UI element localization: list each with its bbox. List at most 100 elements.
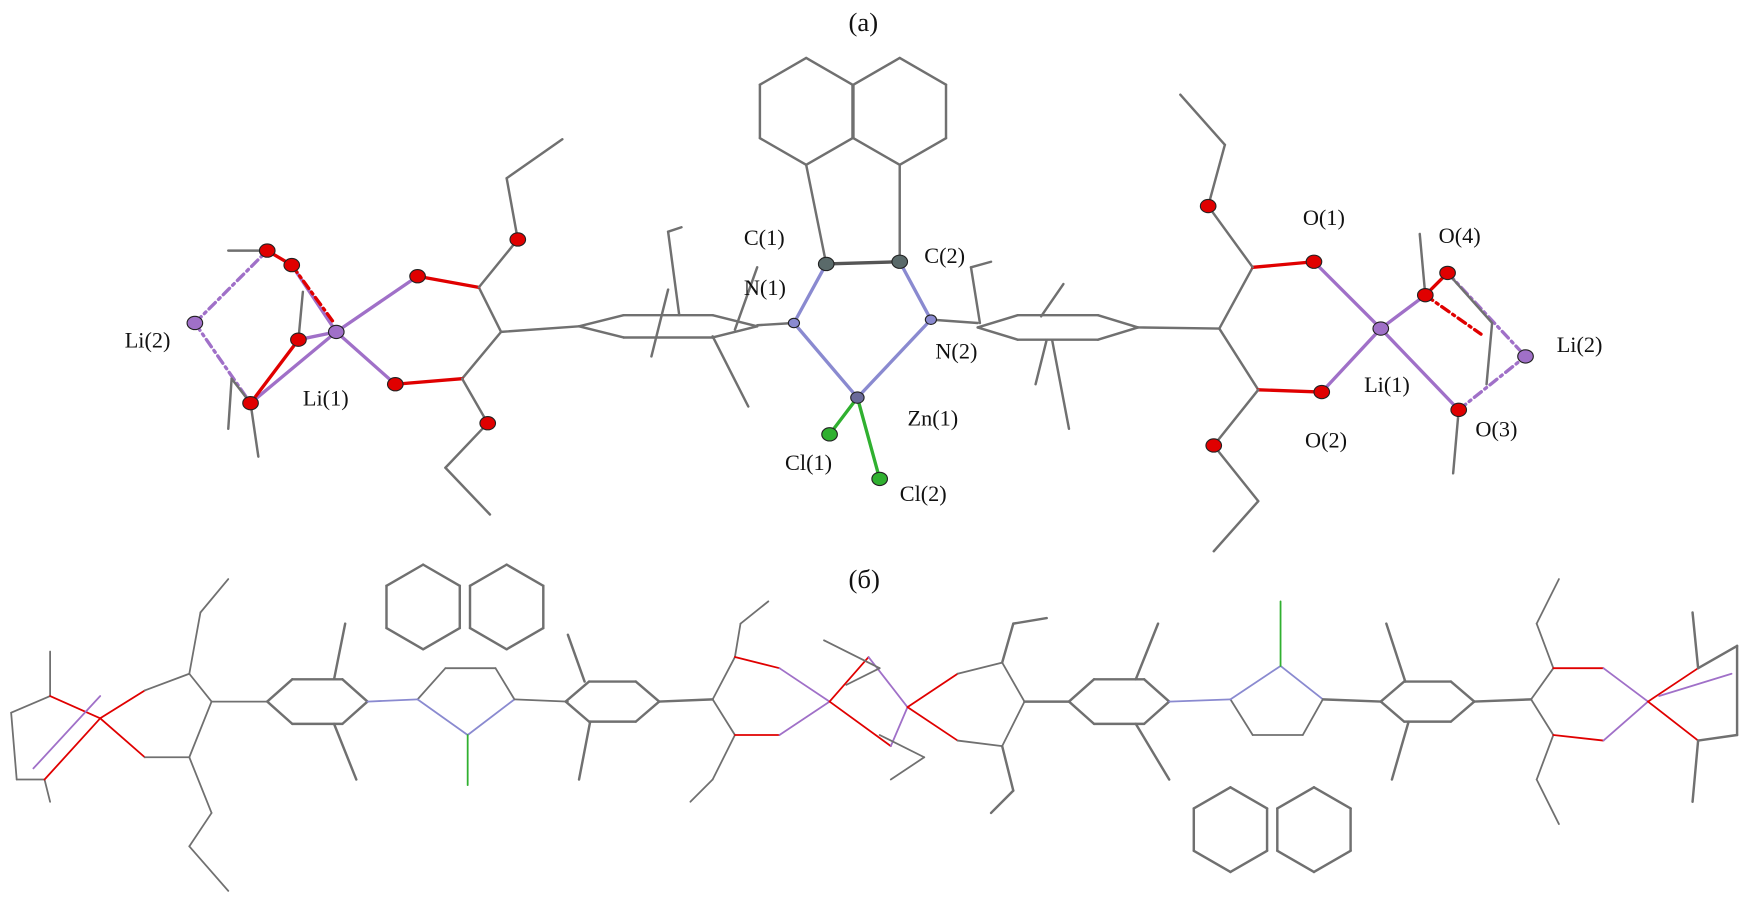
bond <box>969 260 993 269</box>
bond <box>505 138 564 180</box>
bond <box>468 563 508 588</box>
bond <box>477 286 503 334</box>
bond <box>855 395 882 481</box>
bond <box>1320 326 1383 394</box>
bond <box>341 678 369 703</box>
bond <box>1379 326 1461 412</box>
oxygen-atom <box>258 243 276 258</box>
bond <box>1451 408 1460 475</box>
lithium-atom <box>1372 321 1390 336</box>
bond <box>513 698 569 703</box>
bond <box>956 661 1004 675</box>
oxygen-atom <box>242 395 259 411</box>
atoms <box>186 198 1534 487</box>
bond <box>1385 622 1407 683</box>
bond <box>1229 665 1282 701</box>
bond <box>385 626 425 651</box>
bond <box>1423 293 1483 336</box>
lithium-atom <box>1517 349 1534 364</box>
oxygen-atom <box>1439 265 1456 281</box>
bond <box>1379 293 1427 331</box>
bond <box>1602 667 1649 703</box>
bond <box>1229 698 1254 736</box>
oxygen-atom <box>479 416 497 431</box>
bond <box>99 717 146 759</box>
bond <box>1321 698 1382 703</box>
atom-label-li1-left: Li(1) <box>303 385 349 410</box>
bond <box>248 338 301 405</box>
atom-label-o1: O(1) <box>1303 205 1345 230</box>
panel-label-a: (a) <box>849 7 879 37</box>
bond <box>852 136 901 167</box>
bond <box>778 700 831 736</box>
bond <box>1067 700 1096 726</box>
bond <box>1457 354 1528 412</box>
bond <box>898 56 948 86</box>
bond <box>341 700 369 726</box>
bond <box>804 163 828 266</box>
bond <box>577 325 625 339</box>
bond <box>334 274 420 334</box>
bond <box>1301 698 1324 736</box>
bond <box>10 695 51 714</box>
bond <box>1312 849 1352 874</box>
bond <box>1602 700 1649 742</box>
bond <box>1530 667 1555 701</box>
atom-label-li2-left: Li(2) <box>125 327 171 352</box>
bond <box>976 326 1019 341</box>
bond <box>889 756 926 781</box>
bond <box>505 177 520 241</box>
bond <box>1001 700 1026 748</box>
bond <box>666 226 683 233</box>
bond <box>416 698 469 736</box>
bond <box>1647 700 1700 742</box>
bond <box>10 711 18 781</box>
atom-label-cl2: Cl(2) <box>900 481 947 506</box>
bond <box>577 313 625 328</box>
bond <box>1142 700 1171 726</box>
bond <box>227 377 233 431</box>
oxygen-atom <box>1416 287 1434 303</box>
bond <box>468 626 508 651</box>
bond <box>1446 271 1494 325</box>
bond <box>332 722 358 781</box>
bond <box>564 680 591 703</box>
bond <box>906 672 959 709</box>
bond <box>416 667 447 701</box>
bond <box>332 622 347 681</box>
bond <box>143 672 191 692</box>
nitrogen-atom <box>787 317 801 329</box>
bond <box>188 672 213 703</box>
bond <box>878 734 926 759</box>
bond <box>758 136 808 167</box>
bond <box>1535 622 1555 670</box>
atom-label-n2: N(2) <box>935 339 977 364</box>
bond <box>734 622 742 658</box>
bond <box>99 689 146 720</box>
bond <box>499 325 581 334</box>
bond <box>1096 326 1140 341</box>
bond <box>1212 499 1260 553</box>
bond <box>248 330 338 405</box>
bond <box>1136 326 1221 330</box>
carbon-atom <box>817 256 835 272</box>
bond <box>1473 698 1533 703</box>
bond <box>898 136 948 167</box>
oxygen-atom <box>283 257 301 273</box>
bond <box>657 698 714 703</box>
bond <box>711 698 736 736</box>
bond <box>421 626 462 651</box>
bond <box>1229 849 1269 874</box>
bond <box>1449 700 1476 723</box>
chlorine-atom <box>871 471 889 487</box>
bond <box>421 563 462 588</box>
oxygen-atom <box>1205 438 1223 453</box>
bond <box>43 717 102 781</box>
atom-label-zn1: Zn(1) <box>908 405 959 430</box>
bond <box>1691 611 1700 670</box>
oxygen-atom <box>1305 254 1323 269</box>
bond <box>188 700 213 759</box>
bond <box>824 260 902 266</box>
bond <box>828 700 892 748</box>
